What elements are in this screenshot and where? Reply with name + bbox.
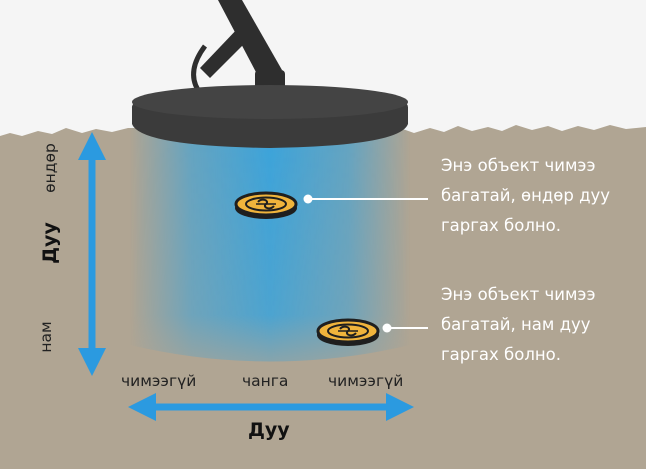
pitch-axis-title: Дуу — [39, 222, 61, 264]
tone-center-label: чанга — [242, 372, 289, 390]
note-lower-line-1: Энэ объект чимээ — [441, 285, 596, 304]
detector-coil-icon — [131, 85, 409, 148]
note-lower-line-2: багатай, нам дуу — [441, 315, 591, 334]
pitch-low-label: нам — [37, 321, 55, 353]
coin-upper-icon — [234, 191, 298, 219]
note-lower-line-3: гаргах болно. — [441, 345, 561, 364]
callout-lower — [382, 323, 428, 333]
pitch-high-label: өндөр — [41, 143, 59, 193]
tone-right-label: чимээгүй — [328, 372, 404, 390]
note-upper-line-3: гаргах болно. — [441, 216, 561, 235]
detection-field — [130, 120, 410, 362]
detector-shaft — [191, 0, 285, 92]
note-lower: Энэ объект чимээ багатай, нам дуу гаргах… — [441, 280, 596, 370]
coin-lower-icon — [316, 318, 380, 346]
note-upper-line-1: Энэ объект чимээ — [441, 156, 596, 175]
note-upper-line-2: багатай, өндөр дуу — [441, 186, 611, 205]
tone-axis-title: Дуу — [248, 419, 290, 441]
callout-upper — [303, 194, 428, 204]
note-upper: Энэ объект чимээ багатай, өндөр дуу гарг… — [441, 151, 610, 241]
tone-left-label: чимээгүй — [121, 372, 197, 390]
